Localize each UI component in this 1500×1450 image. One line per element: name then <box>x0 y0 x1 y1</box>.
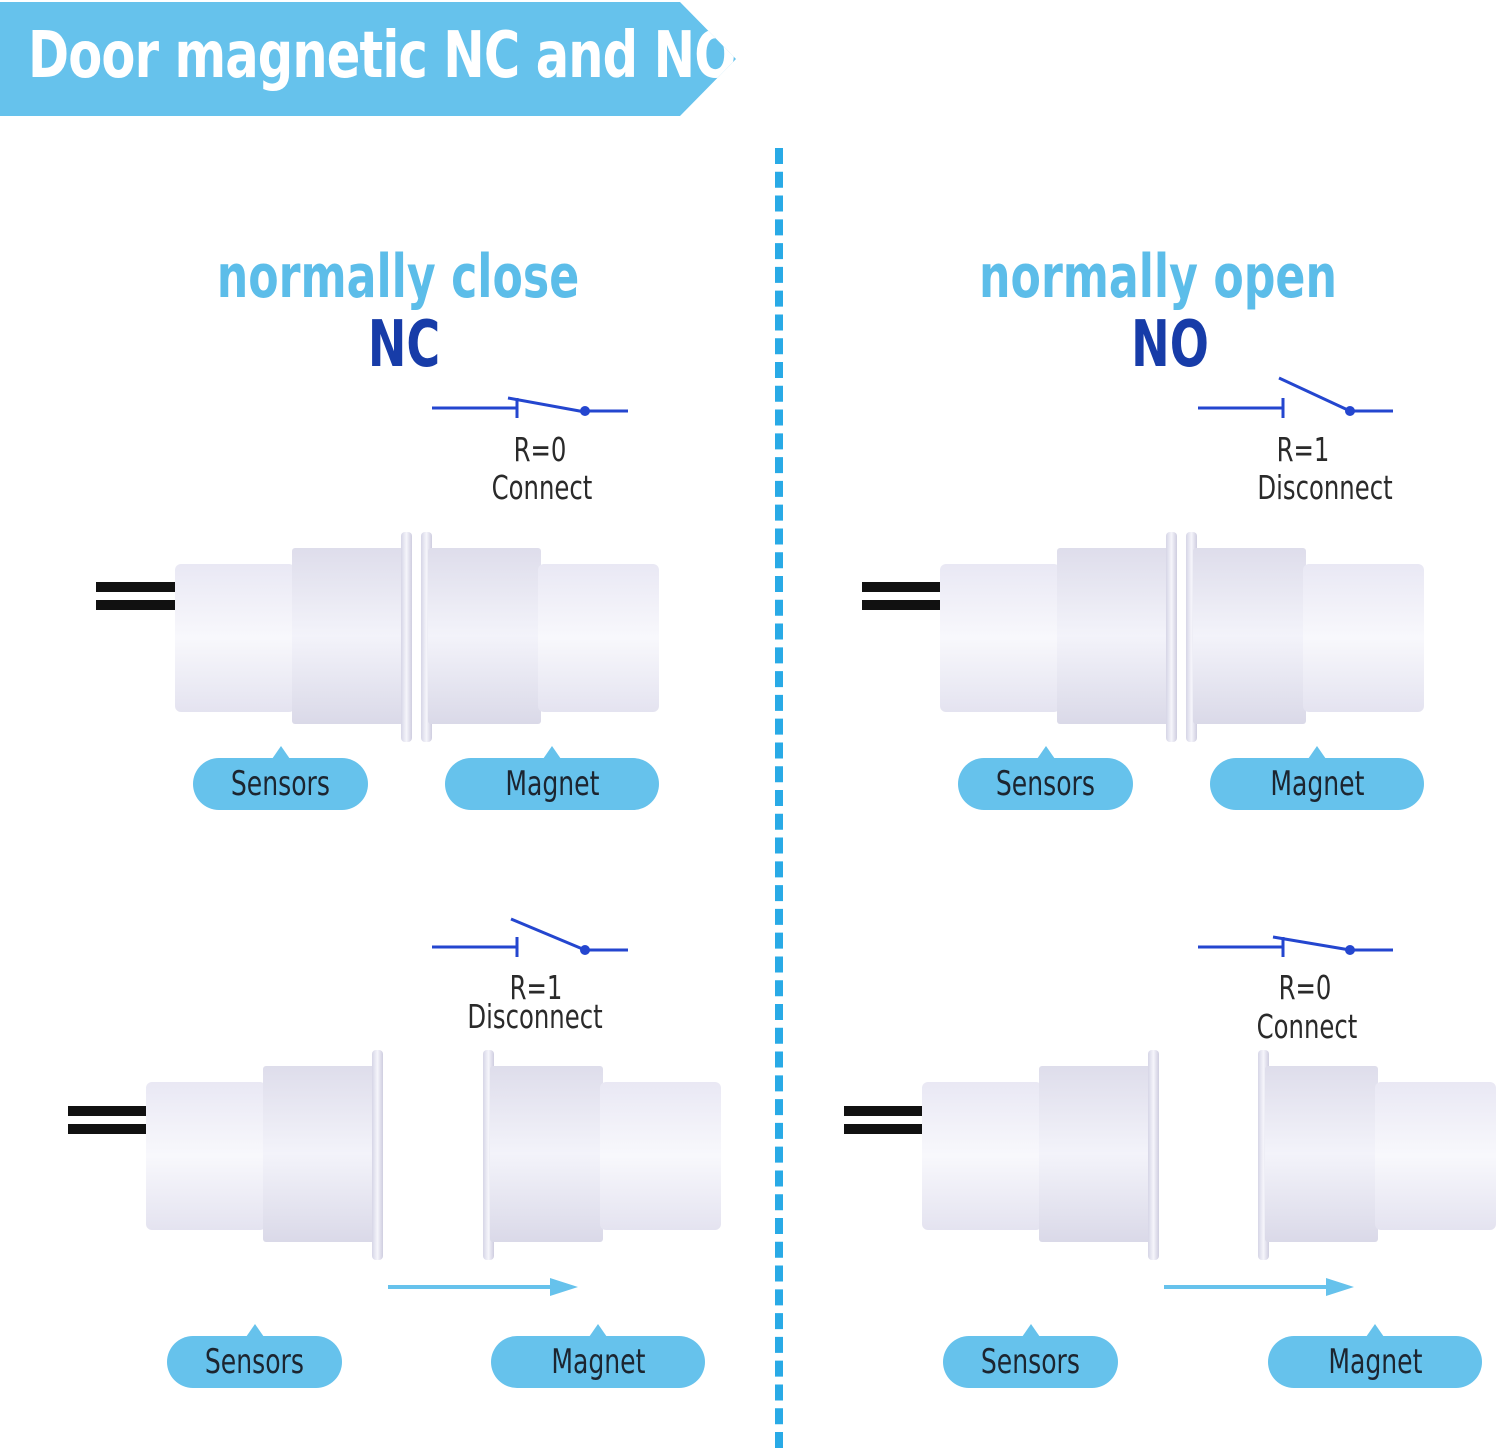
no-bottom-status: Connect <box>1256 1007 1358 1046</box>
nc-top-magnet-label: Magnet <box>445 746 659 810</box>
no-bottom-magnet-label: Magnet <box>1268 1324 1482 1388</box>
nc-top-switch-symbol <box>432 396 628 418</box>
nc-bottom-magnet <box>483 1050 721 1260</box>
no-heading: normally open <box>979 242 1337 312</box>
no-bottom-resistance: R=0 <box>1278 968 1332 1007</box>
title-banner: Door magnetic NC and NO <box>0 2 736 116</box>
nc-bottom-status: Disconnect <box>467 997 603 1036</box>
no-top-sensor-label: Sensors <box>958 746 1133 810</box>
nc-bottom-sensor-label: Sensors <box>167 1324 342 1388</box>
no-top-resistance: R=1 <box>1276 430 1330 469</box>
nc-top-sensor <box>96 532 412 742</box>
nc-motion-arrow <box>388 1278 578 1296</box>
no-abbr: NO <box>1131 308 1209 382</box>
no-bottom-magnet <box>1258 1050 1496 1260</box>
no-motion-arrow <box>1164 1278 1354 1296</box>
page-title: Door magnetic NC and NO <box>28 19 736 93</box>
nc-bottom-sensor <box>68 1050 383 1260</box>
panel-divider <box>775 148 783 1448</box>
nc-top-magnet <box>421 532 659 742</box>
nc-top-sensor-label: Sensors <box>193 746 368 810</box>
no-top-magnet-label: Magnet <box>1210 746 1424 810</box>
no-bottom-switch-symbol <box>1198 935 1393 957</box>
nc-top-status: Connect <box>491 468 593 507</box>
no-top-magnet <box>1186 532 1424 742</box>
nc-bottom-resistance: R=1 <box>509 968 563 1007</box>
nc-top-resistance: R=0 <box>513 430 567 469</box>
nc-bottom-switch-symbol <box>432 917 628 957</box>
nc-bottom-magnet-label: Magnet <box>491 1324 705 1388</box>
nc-abbr: NC <box>367 308 441 382</box>
no-bottom-sensor <box>844 1050 1159 1260</box>
nc-heading: normally close <box>216 242 580 312</box>
no-top-status: Disconnect <box>1257 468 1393 507</box>
no-top-sensor <box>862 532 1177 742</box>
no-top-switch-symbol <box>1198 376 1393 418</box>
no-bottom-sensor-label: Sensors <box>943 1324 1118 1388</box>
